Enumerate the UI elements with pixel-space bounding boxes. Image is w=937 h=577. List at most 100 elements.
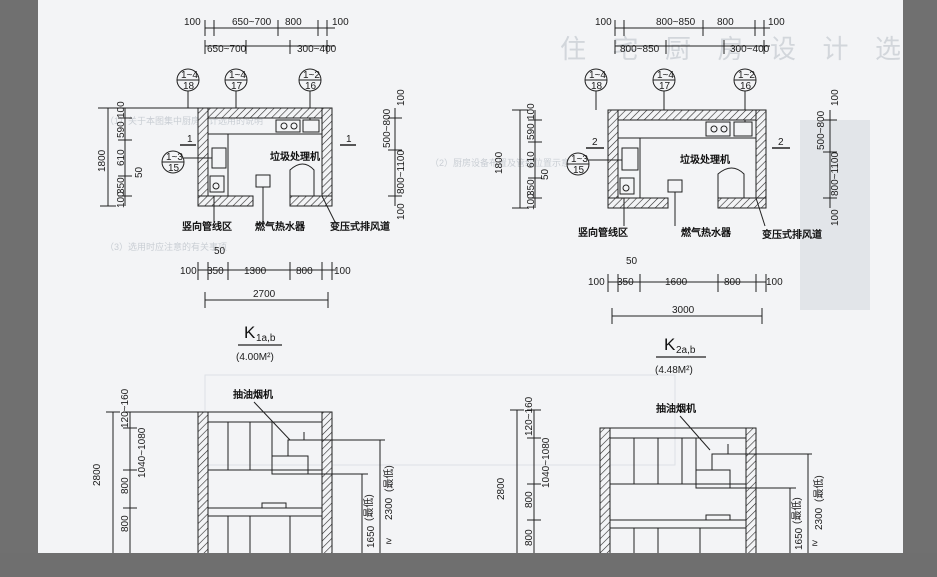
svg-text:1~3: 1~3 (571, 154, 588, 165)
k1-wall-right (321, 107, 333, 207)
elev2-right-note-1: (最低) (790, 497, 803, 524)
svg-text:1~4: 1~4 (229, 70, 246, 81)
ghost-note-b: （2）厨房设备布置及管线位置示意 (430, 157, 570, 168)
k1-bottom-dim-5: 100 (334, 266, 351, 277)
svg-text:1~4: 1~4 (181, 70, 198, 81)
k1-section-mark-left: 1 (187, 134, 193, 145)
k1-label-water-heater: 燃气热水器 (255, 220, 306, 233)
k1-wall-bottom-right (289, 195, 333, 207)
k1-top-dim-1: 100 (184, 17, 201, 28)
k1-right-dim-2: 500~800 (382, 108, 393, 148)
frame-bottom-border (0, 553, 937, 577)
k2-top-dim-3: 800 (717, 17, 734, 28)
svg-text:15: 15 (168, 163, 180, 174)
k1-bottom-dim-1: 100 (180, 266, 197, 277)
k1-top-dim-2: 650~700 (232, 17, 272, 28)
elev2-right-dim-1: 1650 (794, 527, 805, 550)
k2-left-dim-5: 100 (526, 193, 537, 210)
k2-top-dim2-2: 300~400 (730, 44, 770, 55)
elev1-total: 2800 (92, 463, 103, 486)
k1-wall-top (197, 107, 333, 119)
k1-name-sub: 1a,b (256, 333, 276, 344)
k1-bottom-dim-3: 1300 (244, 266, 267, 277)
elev1-ge-symbol: ≥ (386, 536, 392, 547)
k1-left-dim-1: 100 (116, 101, 127, 118)
k2-wall-left (607, 109, 619, 209)
elev2-wall-right (745, 427, 757, 553)
k2-callout-2: 1~4 17 (652, 68, 676, 110)
svg-text:1~2: 1~2 (738, 70, 755, 81)
elev2-right-note-2: (最低) (812, 475, 825, 502)
ghost-note-c: （3）选用时应注意的有关事项 (105, 241, 227, 252)
k2-wall-top (607, 109, 767, 121)
k1-left-total: 1800 (97, 149, 108, 172)
elev1-wall-right (321, 411, 333, 553)
elev1-right-dim-1: 1650 (366, 525, 377, 548)
k1-callout-1: 1~4 18 (176, 68, 200, 108)
k2-callout-1: 1~4 18 (584, 68, 608, 110)
elev1-right-note-2: (最低) (382, 465, 395, 492)
k1-left-dim-2: 590 (116, 121, 127, 138)
k2-right-dim-3: 800~1100 (830, 152, 841, 196)
k2-name-sub: 2a,b (676, 345, 696, 356)
svg-text:17: 17 (659, 81, 671, 92)
elev2-ge-symbol: ≥ (812, 538, 818, 549)
k2-label-pipe-zone: 竖向管线区 (578, 226, 628, 239)
k1-label-exhaust: 变压式排风道 (330, 220, 390, 233)
k2-bottom-dim-3: 1600 (665, 277, 688, 288)
k2-section-mark-right: 2 (778, 137, 784, 148)
k2-left-dim-1: 100 (526, 103, 537, 120)
k2-name-main: K (664, 335, 676, 354)
k2-side-callout: 1~3 15 (566, 152, 622, 176)
elev1-dim-1: 120~160 (120, 388, 131, 428)
k1-counter (208, 119, 322, 196)
k1-wall-left (197, 107, 209, 207)
drawing-sheet: 住 宅 厨 房 设 计 选 用 说 明 （1）关于本图集中厨房设计选用的说明 （… (38, 0, 903, 553)
elev2-dim-2: 1040~1080 (541, 437, 552, 488)
k2-dim-50: 50 (540, 168, 551, 180)
k1-right-dim-3: 800~1100 (396, 150, 407, 194)
k2-label-water-heater: 燃气热水器 (681, 226, 732, 239)
frame-left-border (0, 0, 38, 577)
k1-callout-2: 1~4 17 (224, 68, 248, 108)
k2-label-exhaust: 变压式排风道 (762, 228, 822, 241)
k1-area: (4.00M²) (236, 352, 274, 363)
k1-left-dim-3: 610 (116, 149, 127, 166)
k2-label-garbage: 垃圾处理机 (680, 153, 730, 166)
elev2-cabinets (610, 437, 746, 553)
k2-bottom-total: 3000 (672, 305, 695, 316)
frame-right-border (903, 0, 937, 577)
k2-top-dim-4: 100 (768, 17, 785, 28)
elev2-hood-label: 抽油烟机 (656, 402, 696, 415)
k1-left-dim-4: 350 (116, 177, 127, 194)
svg-text:1~2: 1~2 (303, 70, 320, 81)
k1-left-dim-5: 100 (116, 191, 127, 208)
k1-side-callout: 1~3 15 (161, 150, 212, 174)
k2-left-dim-4: 350 (526, 179, 537, 196)
k2-bottom-dim-2: 350 (617, 277, 634, 288)
k1-label-garbage: 垃圾处理机 (270, 150, 320, 163)
elevation-1: 抽油烟机 (92, 388, 395, 553)
k1-top-dim2-1: 650~700 (207, 44, 247, 55)
elev2-outline (599, 427, 757, 553)
elev1-right-note-1: (最低) (362, 494, 375, 521)
k1-callout-3: 1~2 16 (298, 68, 322, 120)
k2-section-mark-left: 2 (592, 137, 598, 148)
elev2-wall-left (599, 427, 611, 553)
svg-text:1~3: 1~3 (166, 152, 183, 163)
k2-bottom-dim-4: 800 (724, 277, 741, 288)
k2-left-dim-3: 610 (526, 151, 537, 168)
elev2-total: 2800 (496, 477, 507, 500)
k2-top-dim-1: 100 (595, 17, 612, 28)
k2-right-dim-4: 100 (830, 209, 841, 226)
k1-label-pipe-zone: 竖向管线区 (182, 220, 232, 233)
k1-wall-bottom-left (197, 195, 254, 207)
svg-text:1~4: 1~4 (657, 70, 674, 81)
k1-top-dim2-2: 300~400 (297, 44, 337, 55)
k1-name-main: K (244, 323, 256, 342)
svg-text:1~4: 1~4 (589, 70, 606, 81)
k1-bottom-dim-top: 50 (214, 246, 226, 257)
k2-bottom-dim-5: 100 (766, 277, 783, 288)
k2-wall-bottom-right (717, 197, 767, 209)
